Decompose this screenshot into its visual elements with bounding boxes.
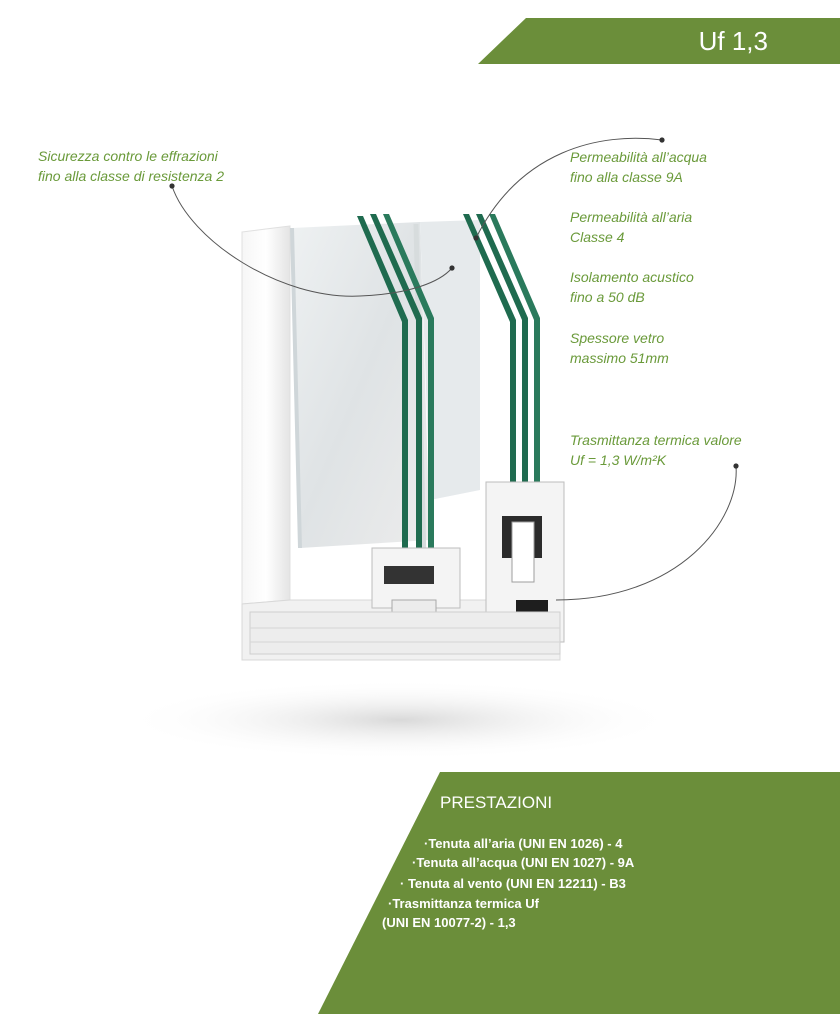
page-title: Uf 1,3	[698, 26, 768, 56]
window-profile-image	[120, 214, 680, 760]
callout-air: Permeabilità all’aria Classe 4	[570, 207, 692, 247]
callout-acoustic-line1: Isolamento acustico	[570, 269, 694, 285]
callout-glass: Spessore vetro massimo 51mm	[570, 328, 669, 368]
callout-leader-lines	[169, 137, 739, 601]
spec-item: · Tenuta al vento (UNI EN 12211) - B3	[400, 876, 626, 891]
callout-acoustic-line2: fino a 50 dB	[570, 289, 645, 305]
callout-thermal: Trasmittanza termica valore Uf = 1,3 W/m…	[570, 430, 742, 470]
spec-item: ·Trasmittanza termica Uf	[388, 896, 539, 911]
callout-air-line2: Classe 4	[570, 229, 625, 245]
callout-water: Permeabilità all’acqua fino alla classe …	[570, 147, 707, 187]
callout-security: Sicurezza contro le effrazioni fino alla…	[38, 146, 224, 186]
header-band: Uf 1,3	[478, 18, 840, 64]
performance-panel-title: PRESTAZIONI	[440, 793, 553, 812]
spec-item: ·Tenuta all’aria (UNI EN 1026) - 4	[424, 836, 623, 851]
callout-glass-line2: massimo 51mm	[570, 350, 669, 366]
callout-water-line2: fino alla classe 9A	[570, 169, 683, 185]
performance-panel	[318, 772, 840, 1014]
callout-security-line1: Sicurezza contro le effrazioni	[38, 148, 218, 164]
callout-thermal-line2: Uf = 1,3 W/m²K	[570, 452, 667, 468]
spec-item: ·Tenuta all’acqua (UNI EN 1027) - 9A	[412, 855, 635, 870]
callout-security-line2: fino alla classe di resistenza 2	[38, 168, 224, 184]
spec-item: (UNI EN 10077-2) - 1,3	[382, 915, 516, 930]
callout-water-line1: Permeabilità all’acqua	[570, 149, 707, 165]
callout-glass-line1: Spessore vetro	[570, 330, 665, 346]
callout-thermal-line1: Trasmittanza termica valore	[570, 432, 742, 448]
callout-acoustic: Isolamento acustico fino a 50 dB	[570, 267, 694, 307]
callout-air-line1: Permeabilità all’aria	[570, 209, 693, 225]
